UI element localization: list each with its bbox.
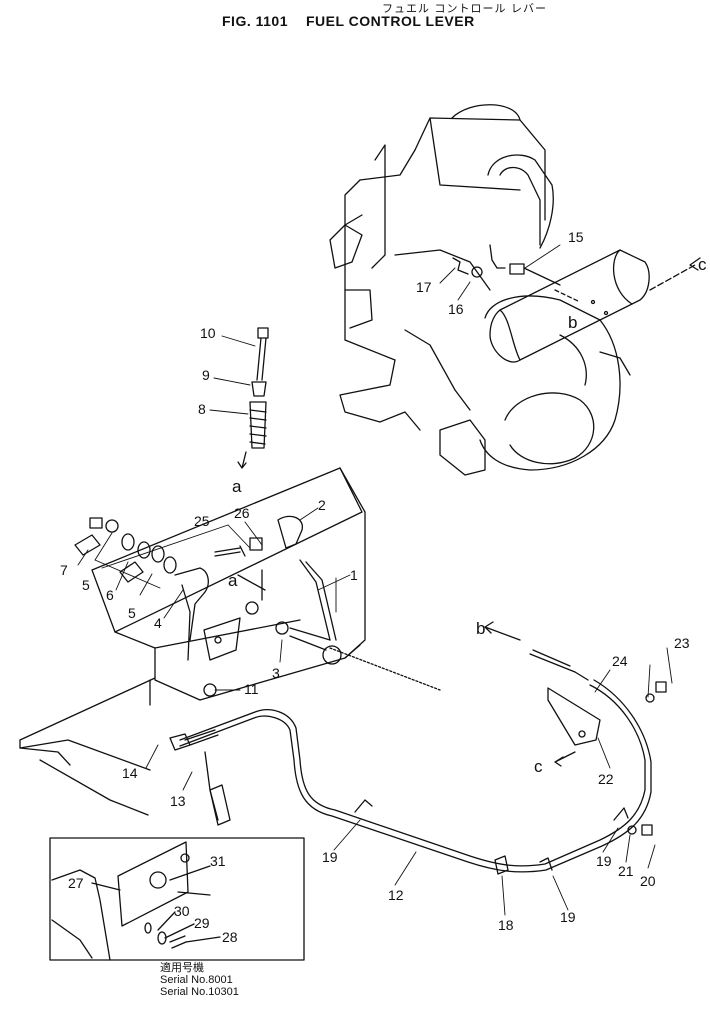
callout-19a: 19 [322, 849, 338, 865]
callout-10: 10 [200, 325, 216, 341]
callout-2: 2 [318, 497, 326, 513]
callout-22: 22 [598, 771, 614, 787]
japanese-title: フュエル コントロール レバー [382, 2, 547, 15]
figure-header: フュエル コントロール レバー FIG. 1101 FUEL CONTROL LE… [0, 0, 710, 40]
leader-lines [77, 244, 673, 916]
serial-number-1: Serial No.8001 [160, 974, 233, 986]
callout-1: 1 [350, 567, 358, 583]
callout-7: 7 [60, 562, 68, 578]
figure-number: FIG. 1101 [222, 13, 288, 29]
engine-assembly [329, 104, 701, 476]
serial-note: 適用号機 Serial No.8001 Serial No.10301 [160, 962, 239, 998]
callout-25: 25 [194, 513, 210, 529]
callout-27: 27 [68, 875, 84, 891]
callout-14: 14 [122, 765, 138, 781]
callout-13: 13 [170, 793, 186, 809]
callout-11: 11 [244, 681, 259, 697]
ref-c-bracket: c [534, 757, 543, 776]
callout-19b: 19 [560, 909, 576, 925]
inset-detail [49, 837, 305, 961]
callout-labels: 1 2 3 4 5 5 6 7 8 9 10 11 12 13 14 15 16… [60, 229, 707, 945]
lever-bracket [74, 517, 266, 697]
figure-title: FIG. 1101 FUEL CONTROL LEVER [222, 13, 475, 29]
callout-6: 6 [106, 587, 114, 603]
callout-28: 28 [222, 929, 238, 945]
callout-31: 31 [210, 853, 226, 869]
callout-17: 17 [416, 279, 432, 295]
control-lever [275, 515, 342, 665]
callout-3: 3 [272, 665, 280, 681]
serial-note-jp: 適用号機 [160, 962, 204, 974]
callout-15: 15 [568, 229, 584, 245]
stopper-bolt-assembly [237, 327, 269, 469]
callout-26: 26 [234, 505, 250, 521]
callout-21: 21 [618, 863, 634, 879]
callout-12: 12 [388, 887, 404, 903]
callout-5a: 5 [82, 577, 90, 593]
callout-23: 23 [674, 635, 690, 651]
callout-16: 16 [448, 301, 464, 317]
control-cable [169, 621, 667, 875]
ref-b-engine: b [568, 313, 577, 332]
ref-a-mid: a [228, 571, 238, 590]
ref-b-cable: b [476, 619, 485, 638]
callout-19c: 19 [596, 853, 612, 869]
callout-5b: 5 [128, 605, 136, 621]
callout-18: 18 [498, 917, 514, 933]
callout-8: 8 [198, 401, 206, 417]
figure-name: FUEL CONTROL LEVER [305, 13, 475, 29]
serial-number-2: Serial No.10301 [160, 986, 239, 998]
console-floor [19, 467, 441, 816]
callout-24: 24 [612, 653, 628, 669]
callout-29: 29 [194, 915, 210, 931]
ref-c-engine: c [698, 255, 707, 274]
callout-30: 30 [174, 903, 190, 919]
ref-a-top: a [232, 477, 242, 496]
callout-9: 9 [202, 367, 210, 383]
callout-4: 4 [154, 615, 162, 631]
callout-20: 20 [640, 873, 656, 889]
